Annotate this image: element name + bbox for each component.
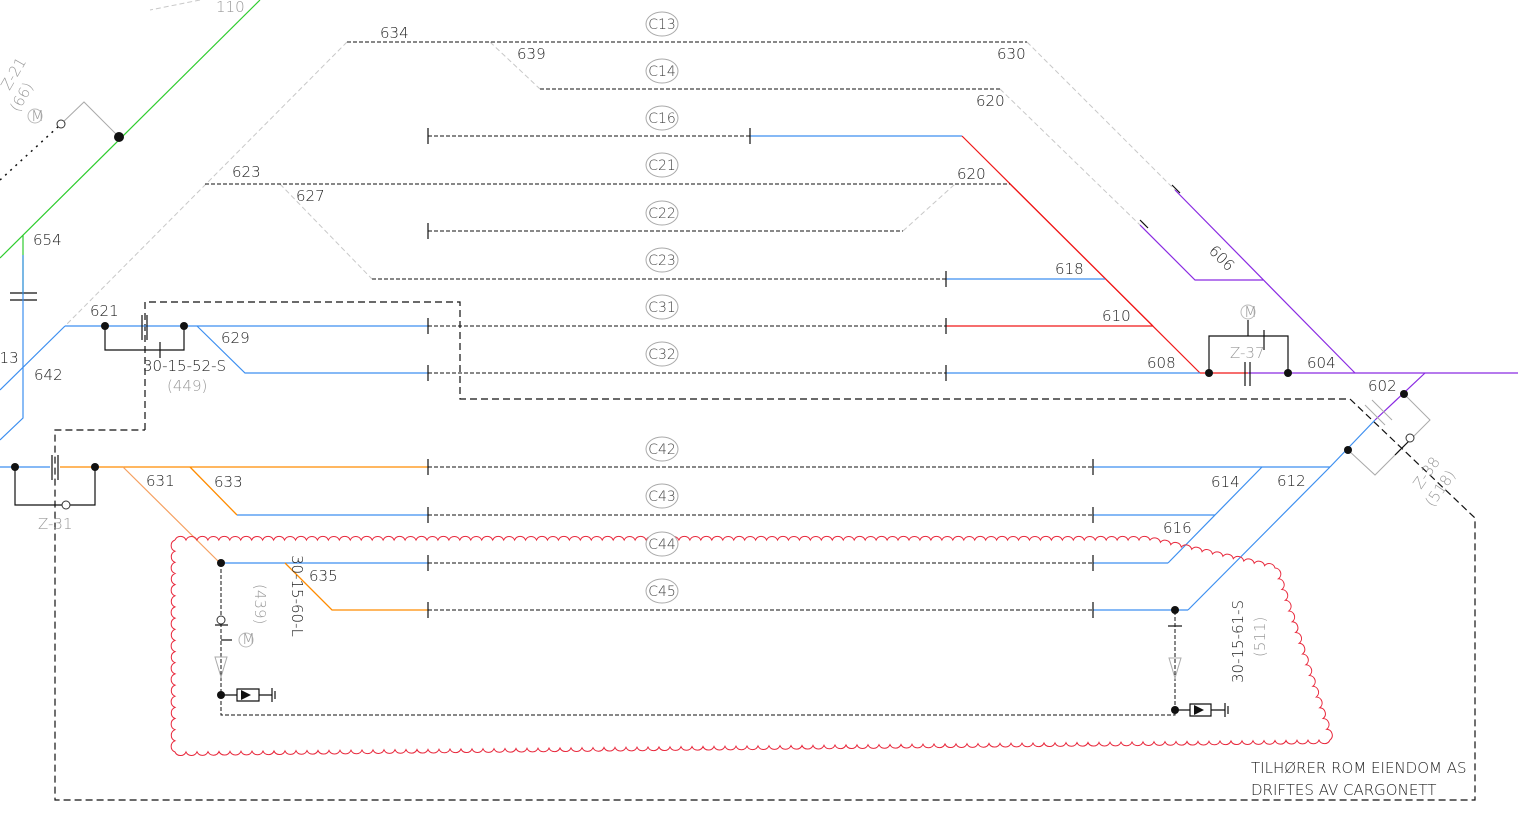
- label-635: 635: [309, 567, 338, 585]
- track-label-circle: [645, 11, 679, 37]
- tracks: [0, 41, 1518, 618]
- track-label-c31: C31: [645, 294, 679, 320]
- label-623: 623: [232, 163, 261, 181]
- label-634: 634: [380, 24, 409, 42]
- track-label-text: C44: [648, 537, 676, 553]
- track-110-green: [0, 0, 261, 301]
- label-30-15-61-s: 30-15-61-S: [1229, 600, 1247, 683]
- device-labels: Z-21 (66) M 30-15-52-S (449) Z-37 M Z-38…: [0, 54, 1459, 683]
- label-620a: 620: [976, 92, 1005, 110]
- detection-circuit: [214, 559, 1229, 717]
- label-30-15-60-l: 30-15-60-L: [288, 555, 306, 637]
- track-label-text: C23: [648, 253, 676, 269]
- label-606: 606: [1205, 242, 1238, 275]
- label-613: 613: [0, 349, 19, 367]
- track-label-text: C21: [648, 158, 676, 174]
- label-642: 642: [34, 366, 63, 384]
- label-30-15-52-s: 30-15-52-S: [143, 357, 226, 375]
- label-620b: 620: [957, 165, 986, 183]
- label-439: (439): [251, 584, 269, 624]
- label-602: 602: [1368, 377, 1397, 395]
- motor-label: M: [242, 630, 255, 648]
- track-label-c43: C43: [645, 483, 679, 509]
- note-line-2: DRIFTES AV CARGONETT: [1251, 781, 1436, 799]
- label-614: 614: [1211, 473, 1240, 491]
- label-616: 616: [1163, 519, 1192, 537]
- switch-30-15-52: [101, 315, 188, 358]
- track-label-text: C31: [648, 300, 676, 316]
- label-110: 110: [216, 0, 245, 16]
- label-654: 654: [33, 231, 62, 249]
- label-449: (449): [167, 377, 207, 395]
- track-label-text: C42: [648, 442, 676, 458]
- label-610: 610: [1102, 307, 1131, 325]
- label-z31: Z-31: [38, 515, 73, 533]
- label-604: 604: [1307, 354, 1336, 372]
- label-631: 631: [146, 472, 175, 490]
- label-627: 627: [296, 187, 325, 205]
- label-618: 618: [1055, 260, 1084, 278]
- label-z37: Z-37: [1230, 344, 1265, 362]
- note-line-1: TILHØRER ROM EIENDOM AS: [1251, 759, 1467, 777]
- track-label-c23: C23: [645, 247, 679, 273]
- label-629: 629: [221, 329, 250, 347]
- track-label-c32: C32: [645, 341, 679, 367]
- switch-z37: [1205, 304, 1292, 386]
- ownership-note: TILHØRER ROM EIENDOM AS DRIFTES AV CARGO…: [1251, 759, 1467, 799]
- track-label-circle: [645, 341, 679, 367]
- label-639: 639: [517, 45, 546, 63]
- track-label-text: C32: [648, 347, 676, 363]
- track-label-c16: C16: [645, 105, 679, 131]
- revision-cloud: [170, 535, 1333, 756]
- label-633: 633: [214, 473, 243, 491]
- track-label-c14: C14: [645, 58, 679, 84]
- track-label-text: C13: [648, 17, 676, 33]
- track-label-circle: [645, 531, 679, 557]
- motor-label: M: [1244, 303, 1257, 321]
- property-boundary: [54, 301, 1476, 801]
- track-label-circle: [645, 578, 679, 604]
- motor-icon: [27, 108, 43, 124]
- track-label-text: C14: [648, 64, 676, 80]
- switch-z38: [1344, 390, 1431, 476]
- label-608: 608: [1147, 354, 1176, 372]
- track-label-circle: [645, 58, 679, 84]
- track-label-text: C16: [648, 111, 676, 127]
- track-label-c21: C21: [645, 152, 679, 178]
- track-label-text: C22: [648, 206, 676, 222]
- track-label-circle: [645, 200, 679, 226]
- track-label-circle: [645, 105, 679, 131]
- label-621: 621: [90, 302, 119, 320]
- track-label-c45: C45: [645, 578, 679, 604]
- switch-labels: 110 634 639 630 620 623 627 620 654 618 …: [0, 0, 1397, 585]
- track-label-c44: C44: [645, 531, 679, 557]
- switch-z31: [11, 455, 99, 510]
- track-label-c42: C42: [645, 436, 679, 462]
- label-612: 612: [1277, 472, 1306, 490]
- track-label-circle: [645, 294, 679, 320]
- track-label-circle: [645, 152, 679, 178]
- track-label-circle: [645, 247, 679, 273]
- motor-label: M: [31, 107, 44, 125]
- track-label-circle: [645, 483, 679, 509]
- track-label-c22: C22: [645, 200, 679, 226]
- label-511: (511): [1251, 617, 1269, 657]
- track-label-text: C43: [648, 489, 676, 505]
- track-label-c13: C13: [645, 11, 679, 37]
- track-label-circle: [645, 436, 679, 462]
- label-630: 630: [997, 45, 1026, 63]
- track-label-text: C45: [648, 584, 676, 600]
